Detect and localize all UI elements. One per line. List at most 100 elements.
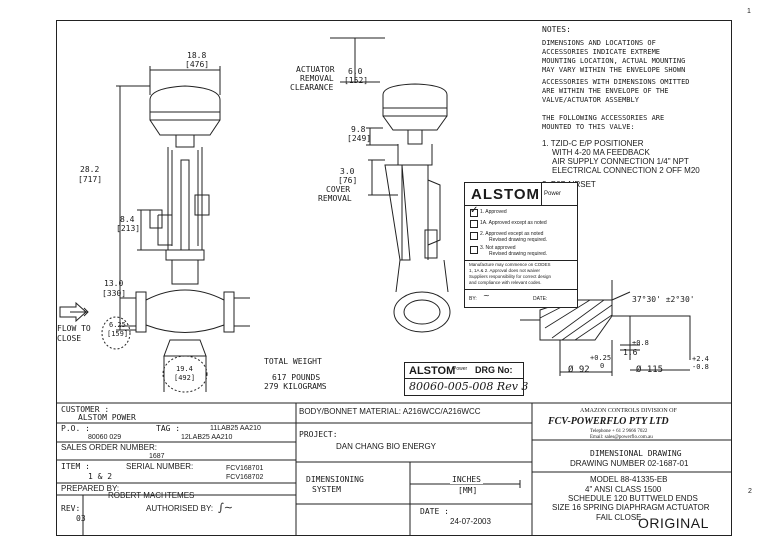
approval-power: Power (544, 191, 562, 197)
sales-order-label: SALES ORDER NUMBER: (61, 443, 158, 452)
item-label: ITEM : (61, 462, 90, 471)
dim-positioner-mm: [213] (116, 224, 141, 233)
notes-header: NOTES: (542, 25, 571, 34)
sales-order-value: 1687 (149, 453, 165, 460)
company-phone: Telephone + 61 2 9666 7022 (590, 429, 648, 434)
prepared-label: PREPARED BY: (61, 484, 120, 493)
serial-value-1: FCV168701 (226, 465, 264, 472)
weld-land: 1.6 (623, 348, 638, 357)
approval-date: DATE: (533, 296, 548, 302)
dim-pipe-mm: [159] (107, 330, 129, 338)
approval-option: 2. Approved except as noted (480, 231, 544, 237)
dim-side-width: 9.8 (351, 125, 366, 134)
weld-od-2: Ø 115 (636, 365, 664, 375)
weld-angle: 37°30' ±2°30' (632, 295, 695, 304)
drg-number: 80060-005-008 Rev 3 (409, 380, 529, 393)
notes-line: VALVE/ACTUATOR ASSEMBLY (542, 96, 639, 104)
notes-line: WITH 4-20 MA FEEDBACK (552, 148, 650, 157)
approval-check-2 (470, 232, 478, 240)
actuator-removal-label: CLEARANCE (290, 83, 334, 92)
approval-check-1 (470, 209, 478, 217)
body-material: BODY/BONNET MATERIAL: A216WCC/A216WCC (299, 407, 481, 416)
item-value: 1 & 2 (88, 472, 113, 481)
notes-line: MOUNTING LOCATION, ACTUAL MOUNTING (542, 57, 686, 65)
approval-by: BY: (469, 296, 477, 302)
cover-removal-label: REMOVAL (318, 194, 352, 203)
weld-od: Ø 92 (568, 365, 590, 375)
actuator-dome-side (382, 83, 448, 109)
weight-label: TOTAL WEIGHT (264, 357, 322, 366)
tag-value-1: 11LAB25 AA210 (210, 425, 261, 432)
date-value: 24-07-2003 (450, 517, 491, 526)
notes-line: ARE WITHIN THE ENVELOPE OF THE (542, 87, 669, 95)
rev-value: 03 (76, 514, 86, 523)
company-name: FCV-POWERFLO PTY LTD (548, 416, 669, 427)
serial-value-2: FCV168702 (226, 474, 264, 481)
flow-label: FLOW TO (57, 324, 91, 333)
authorised-signature: ∫∼ (218, 501, 233, 514)
corner-mark-right: 2 (748, 488, 752, 495)
notes-line: DIMENSIONS AND LOCATIONS OF (542, 39, 656, 47)
corner-mark-top-right: 1 (747, 8, 751, 15)
po-value: 80060 029 (88, 434, 122, 441)
weight-kg: 279 KILOGRAMS (264, 382, 327, 391)
customer-value: ALSTOM POWER (78, 413, 136, 422)
valve-body-front (145, 289, 225, 333)
notes-line: ACCESSORIES INDICATE EXTREME (542, 48, 661, 56)
description-line: 4" ANSI CLASS 1500 (585, 485, 662, 494)
weight-pounds: 617 POUNDS (272, 373, 321, 382)
dim-cover: 3.0 (340, 167, 355, 176)
dim-actuator-removal-mm: [152] (344, 76, 369, 85)
prepared-value: ROBERT MACHTEMES (108, 491, 195, 500)
project-label: PROJECT: (299, 430, 338, 439)
dim-bottom: 13.0 (104, 279, 124, 288)
notes-line: ACCESSORIES WITH DIMENSIONS OMITTED (542, 78, 690, 86)
approval-note: 1, 1A & 2. Approval does not waiver (469, 268, 541, 273)
flow-label-2: CLOSE (57, 334, 82, 343)
notes-line: MAY VARY WITHIN THE ENVELOPE SHOWN (542, 66, 686, 74)
weld-tolerance: 0 (600, 362, 605, 370)
dim-top-width: 18.8 (187, 51, 207, 60)
notes-line: ELECTRICAL CONNECTION 2 OFF M20 (552, 166, 700, 175)
dim-height-mm: [717] (78, 175, 103, 184)
units-inches: INCHES (450, 475, 483, 484)
project-value: DAN CHANG BIO ENERGY (336, 442, 437, 451)
dim-pipe: 6.25 (109, 321, 126, 329)
dim-bottom-mm: [330] (102, 289, 127, 298)
po-label: P.O. : (61, 424, 90, 433)
notes-line: 1. TZID-C E/P POSITIONER (542, 139, 644, 148)
drawing-number: DRAWING NUMBER 02-1687-01 (570, 459, 689, 468)
dimensioning-label-2: SYSTEM (312, 485, 341, 494)
drg-logo: ALSTOM (409, 365, 456, 377)
tag-value-2: 12LAB25 AA210 (181, 434, 233, 441)
dim-positioner: 8.4 (120, 215, 135, 224)
approval-option: 3. Not approved (480, 245, 516, 251)
tag-label: TAG : (156, 424, 181, 433)
company-email: Email: sales@powerflo.com.au (590, 435, 653, 440)
description-line: FAIL CLOSE (596, 513, 642, 522)
approval-note: Suppliers responsibility for correct des… (469, 274, 552, 279)
dim-top-width-mm: [476] (185, 60, 210, 69)
dim-cover-mm: [76] (338, 176, 358, 185)
dimensioning-label: DIMENSIONING (306, 475, 364, 484)
check-mark: ✓ (470, 205, 479, 216)
weld-land-tol: ±0.8 (632, 339, 649, 347)
notes-line: MOUNTED TO THIS VALVE: (542, 123, 635, 131)
dim-side-width-mm: [249] (347, 134, 372, 143)
drawing-frame (56, 20, 732, 536)
description-line: SCHEDULE 120 BUTTWELD ENDS (568, 494, 698, 503)
approval-logo: ALSTOM (471, 186, 541, 203)
units-mm: [MM] (458, 486, 478, 495)
division-label: AMAZON CONTROLS DIVISION OF (580, 408, 677, 414)
approval-signature: ~ (483, 291, 490, 300)
approval-option-note: Revised drawing required. (489, 237, 548, 243)
date-label: DATE : (420, 507, 449, 516)
approval-note: Manufacture may commence on CODES (469, 262, 551, 267)
dim-height: 28.2 (80, 165, 100, 174)
customer-label: CUSTOMER : (61, 405, 110, 414)
drg-label: DRG No: (475, 365, 513, 375)
original-stamp: ORIGINAL (638, 515, 709, 531)
description-line: SIZE 16 SPRING DIAPHRAGM ACTUATOR (552, 503, 710, 512)
notes-line: AIR SUPPLY CONNECTION 1/4" NPT (552, 157, 689, 166)
